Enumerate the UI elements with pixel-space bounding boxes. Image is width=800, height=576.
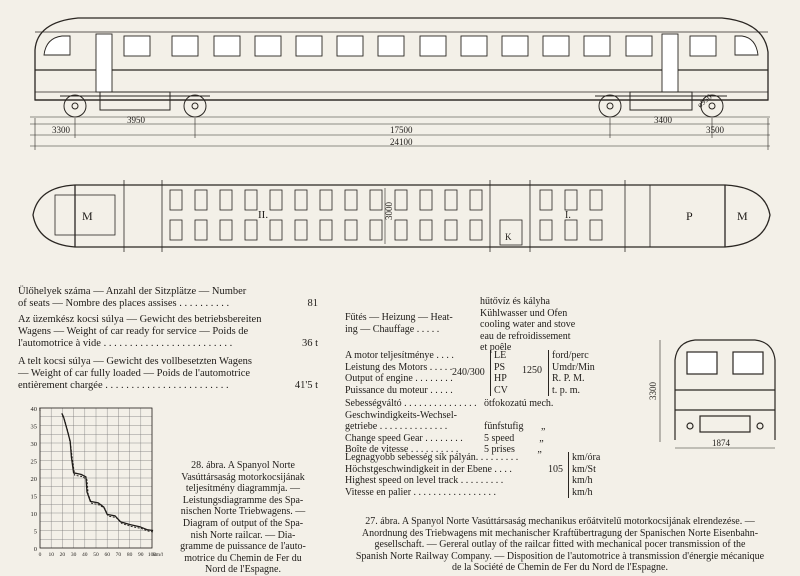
- dim-3500: 3500: [706, 125, 725, 135]
- x-tick-label: 10: [48, 552, 54, 558]
- x-tick-label: 90: [138, 552, 144, 558]
- plan-label-3000: 3000: [384, 202, 394, 221]
- plan-outline: [32, 184, 771, 248]
- plan-label-i: I.: [565, 210, 571, 221]
- front-width-label: 1874: [712, 438, 731, 448]
- y-tick-label: 40: [31, 406, 38, 413]
- gear-label: Sebességváltó . . . . . . . . . . . . . …: [345, 398, 477, 456]
- plan-label-m1: M: [82, 209, 93, 223]
- y-tick-label: 20: [31, 476, 38, 483]
- y-tick-label: 35: [31, 424, 38, 431]
- front-height-label: 3300: [648, 382, 658, 401]
- heating-label: Fűtés — Heizung — Heat- ing — Chauffage …: [345, 312, 453, 335]
- car-body-outline: [34, 17, 769, 101]
- x-tick-label: 20: [60, 552, 66, 558]
- weights-block: Ülőhelyek száma — Anzahl der Sitzplätze …: [18, 286, 318, 391]
- empty-weight-label: Az üzemkész kocsi súlya — Gewicht des be…: [18, 314, 262, 350]
- speed-value: 105: [548, 464, 563, 475]
- engine-rpm-units: ford/perc Umdr/Min R. P. M. t. p. m.: [548, 350, 595, 397]
- gear-values: ötfokozatú mech. fünfstufig „ 5 speed „ …: [484, 398, 554, 456]
- loaded-weight-value: 41'5 t: [294, 380, 318, 392]
- dim-24100: 24100: [390, 137, 413, 147]
- x-tick-label: 40: [82, 552, 88, 558]
- y-tick-label: 5: [34, 529, 37, 536]
- x-tick-label: 30: [71, 552, 77, 558]
- dim-3300: 3300: [52, 125, 71, 135]
- plan-label-ii: II.: [258, 209, 268, 221]
- figure27-caption: 27. ábra. A Spanyol Norte Vasúttársaság …: [355, 516, 765, 574]
- seats-value: 81: [307, 298, 319, 310]
- plan-view: M II. 3000 K I. P M: [32, 180, 771, 252]
- y-tick-label: 10: [31, 511, 38, 518]
- engine-units: LE PS HP CV: [490, 350, 508, 397]
- seats-row: Ülőhelyek száma — Anzahl der Sitzplätze …: [18, 286, 318, 310]
- x-tick-label: 0: [39, 552, 42, 558]
- engine-power: 240/300: [452, 367, 485, 378]
- dim-17500: 17500: [390, 125, 413, 135]
- x-tick-label: 50: [93, 552, 99, 558]
- front-dimensions: [659, 340, 775, 449]
- front-outline: [674, 339, 776, 440]
- side-elevation: ø950 3300 3950 17500 3400 3500 24100: [30, 17, 770, 150]
- x-unit-label: km/h: [153, 552, 163, 558]
- x-tick-label: 60: [104, 552, 110, 558]
- bogies: [30, 91, 770, 118]
- dimension-lines: [30, 118, 770, 150]
- y-tick-label: 0: [34, 546, 37, 553]
- engine-rpm: 1250: [522, 365, 542, 376]
- y-tick-label: 30: [31, 441, 38, 448]
- figure28-caption: 28. ábra. A Spanyol Norte Vasúttársaság …: [180, 460, 306, 576]
- heating-values: hűtővíz és kályha Kühlwasser und Ofen co…: [480, 296, 576, 354]
- plan-label-p: P: [686, 209, 693, 223]
- x-tick-label: 80: [127, 552, 133, 558]
- loaded-weight-label: A telt kocsi súlya — Gewicht des vollbes…: [18, 356, 252, 392]
- front-view: 3300 1874: [648, 339, 776, 449]
- y-tick-label: 25: [31, 459, 38, 466]
- speed-units: km/óra km/St km/h km/h: [568, 452, 600, 499]
- dim-3950: 3950: [127, 115, 146, 125]
- seats-label: Ülőhelyek száma — Anzahl der Sitzplätze …: [18, 286, 247, 310]
- plan-seats: [54, 180, 651, 252]
- plan-label-m2: M: [737, 209, 748, 223]
- x-tick-label: 100: [148, 552, 157, 558]
- y-tick-label: 15: [31, 494, 38, 501]
- plan-label-k: K: [505, 232, 512, 242]
- empty-weight-row: Az üzemkész kocsi súlya — Gewicht des be…: [18, 314, 318, 351]
- x-tick-label: 70: [116, 552, 122, 558]
- dim-3400: 3400: [654, 115, 673, 125]
- plot-frame: [39, 407, 153, 549]
- y-unit-label: t: [39, 407, 41, 413]
- engine-label: A motor teljesítménye . . . . Leistung d…: [345, 350, 454, 396]
- empty-weight-value: 36 t: [301, 338, 318, 350]
- series-line-2: [62, 415, 154, 533]
- speed-label: Legnagyobb sebesség sík pályán. . . . . …: [345, 452, 519, 498]
- loaded-weight-row: A telt kocsi súlya — Gewicht des vollbes…: [18, 356, 318, 393]
- side-windows: [43, 33, 759, 93]
